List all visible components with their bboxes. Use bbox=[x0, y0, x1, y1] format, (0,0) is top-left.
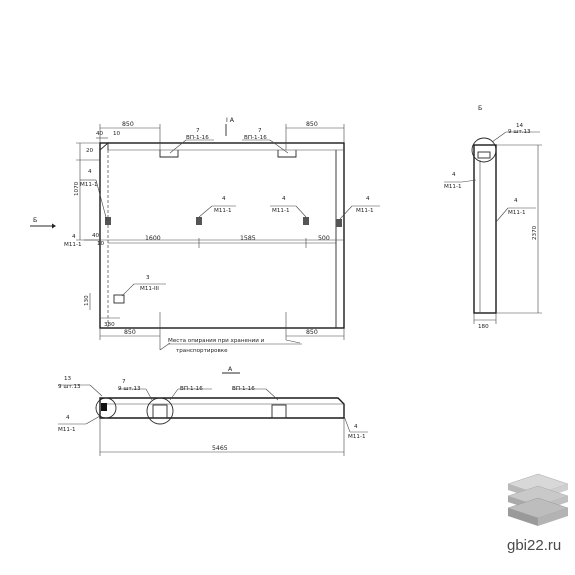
dim-left-10b: 10 bbox=[97, 241, 105, 247]
side-dim-height: 2370 bbox=[532, 225, 538, 240]
svg-text:4: 4 bbox=[222, 196, 226, 202]
callout-emb-right: М11-1 bbox=[356, 208, 374, 214]
svg-text:4: 4 bbox=[66, 415, 70, 421]
svg-text:4: 4 bbox=[514, 198, 518, 204]
embedded-plate-left bbox=[105, 217, 111, 225]
callout-emb-center: М11-1 bbox=[272, 208, 290, 214]
brand-logo bbox=[507, 473, 569, 526]
dim-mid-1600: 1600 bbox=[145, 235, 161, 242]
embedded-plate-center bbox=[303, 217, 309, 225]
svg-text:3: 3 bbox=[146, 275, 150, 281]
svg-text:4: 4 bbox=[88, 169, 92, 175]
dim-left-40: 40 bbox=[96, 131, 104, 137]
dim-bottom-left: 850 bbox=[124, 329, 136, 336]
svg-text:4: 4 bbox=[366, 196, 370, 202]
dim-left-10: 10 bbox=[113, 131, 121, 137]
svg-text:7: 7 bbox=[258, 128, 262, 134]
section-callout-loop1: ВП-1-16 bbox=[180, 386, 203, 392]
dim-left-20: 20 bbox=[86, 148, 94, 154]
section-callout-loop2: ВП-1-16 bbox=[232, 386, 255, 392]
svg-text:4: 4 bbox=[72, 234, 76, 240]
panel-outline bbox=[99, 142, 345, 329]
embedded-plate-right bbox=[336, 219, 342, 227]
dim-left-40b: 40 bbox=[92, 233, 100, 239]
section-callout-left: М11-1 bbox=[58, 427, 76, 433]
side-callout-left: М11-1 bbox=[444, 184, 462, 190]
section-slab bbox=[99, 397, 345, 419]
svg-text:7: 7 bbox=[122, 379, 126, 385]
dim-low-130: 130 bbox=[84, 295, 90, 306]
svg-text:4: 4 bbox=[452, 172, 456, 178]
dim-top-right: 850 bbox=[306, 121, 318, 128]
dim-mid-1585: 1585 bbox=[240, 235, 256, 242]
side-callout-top: 9 шт.13 bbox=[508, 129, 531, 135]
svg-text:14: 14 bbox=[516, 123, 524, 129]
svg-text:4: 4 bbox=[282, 196, 286, 202]
support-note-line2: транспортировке bbox=[176, 348, 228, 354]
front-view: 850 850 40 10 20 1070 40 10 Б 1600 1585 … bbox=[30, 117, 380, 354]
side-callout-right: М11-1 bbox=[508, 210, 526, 216]
callout-emb-bottom-left: М11-1 bbox=[64, 242, 82, 248]
callout-emb-left: М11-1 bbox=[80, 182, 98, 188]
svg-text:7: 7 bbox=[196, 128, 200, 134]
dim-mid-500: 500 bbox=[318, 235, 330, 242]
side-profile bbox=[473, 144, 497, 314]
side-dim-width: 180 bbox=[478, 324, 489, 330]
section-plate-left bbox=[101, 403, 107, 411]
dim-bottom-right: 850 bbox=[306, 329, 318, 336]
section-dim-length: 5465 bbox=[212, 445, 228, 452]
dim-height-1070: 1070 bbox=[74, 181, 80, 196]
dim-low-380: 380 bbox=[104, 322, 115, 328]
side-view: Б 14 9 шт.13 4 М11-1 4 М11-1 2370 180 bbox=[444, 105, 542, 330]
callout-emb-mid: М11-1 bbox=[214, 208, 232, 214]
embedded-plate-mid bbox=[196, 217, 202, 225]
lifting-loop-left bbox=[159, 150, 179, 158]
dim-top-left: 850 bbox=[122, 121, 134, 128]
section-view: A 13 9 шт.13 7 9 шт.13 ВП-1-16 ВП-1-16 4… bbox=[58, 366, 368, 456]
svg-text:4: 4 bbox=[354, 424, 358, 430]
embedded-plate-low bbox=[113, 294, 125, 304]
section-callout-right: М11-1 bbox=[348, 434, 366, 440]
section-callout-13: 9 шт.13 bbox=[58, 384, 81, 390]
svg-text:13: 13 bbox=[64, 376, 72, 382]
support-note-line1: Места опирания при хранении и bbox=[168, 338, 265, 344]
callout-loop-left: ВП-1-16 bbox=[186, 135, 209, 141]
brand-site[interactable]: gbi22.ru bbox=[507, 537, 561, 554]
callout-loop-right: ВП-1-16 bbox=[244, 135, 267, 141]
callout-emb-low: М11-III bbox=[140, 286, 159, 292]
section-marker-top: I A bbox=[226, 117, 235, 124]
section-callout-7: 9 шт.13 bbox=[118, 386, 141, 392]
side-view-label: Б bbox=[478, 105, 482, 112]
view-b-label: Б bbox=[33, 217, 37, 224]
lifting-loop-right bbox=[277, 150, 297, 158]
section-label: A bbox=[228, 366, 233, 373]
